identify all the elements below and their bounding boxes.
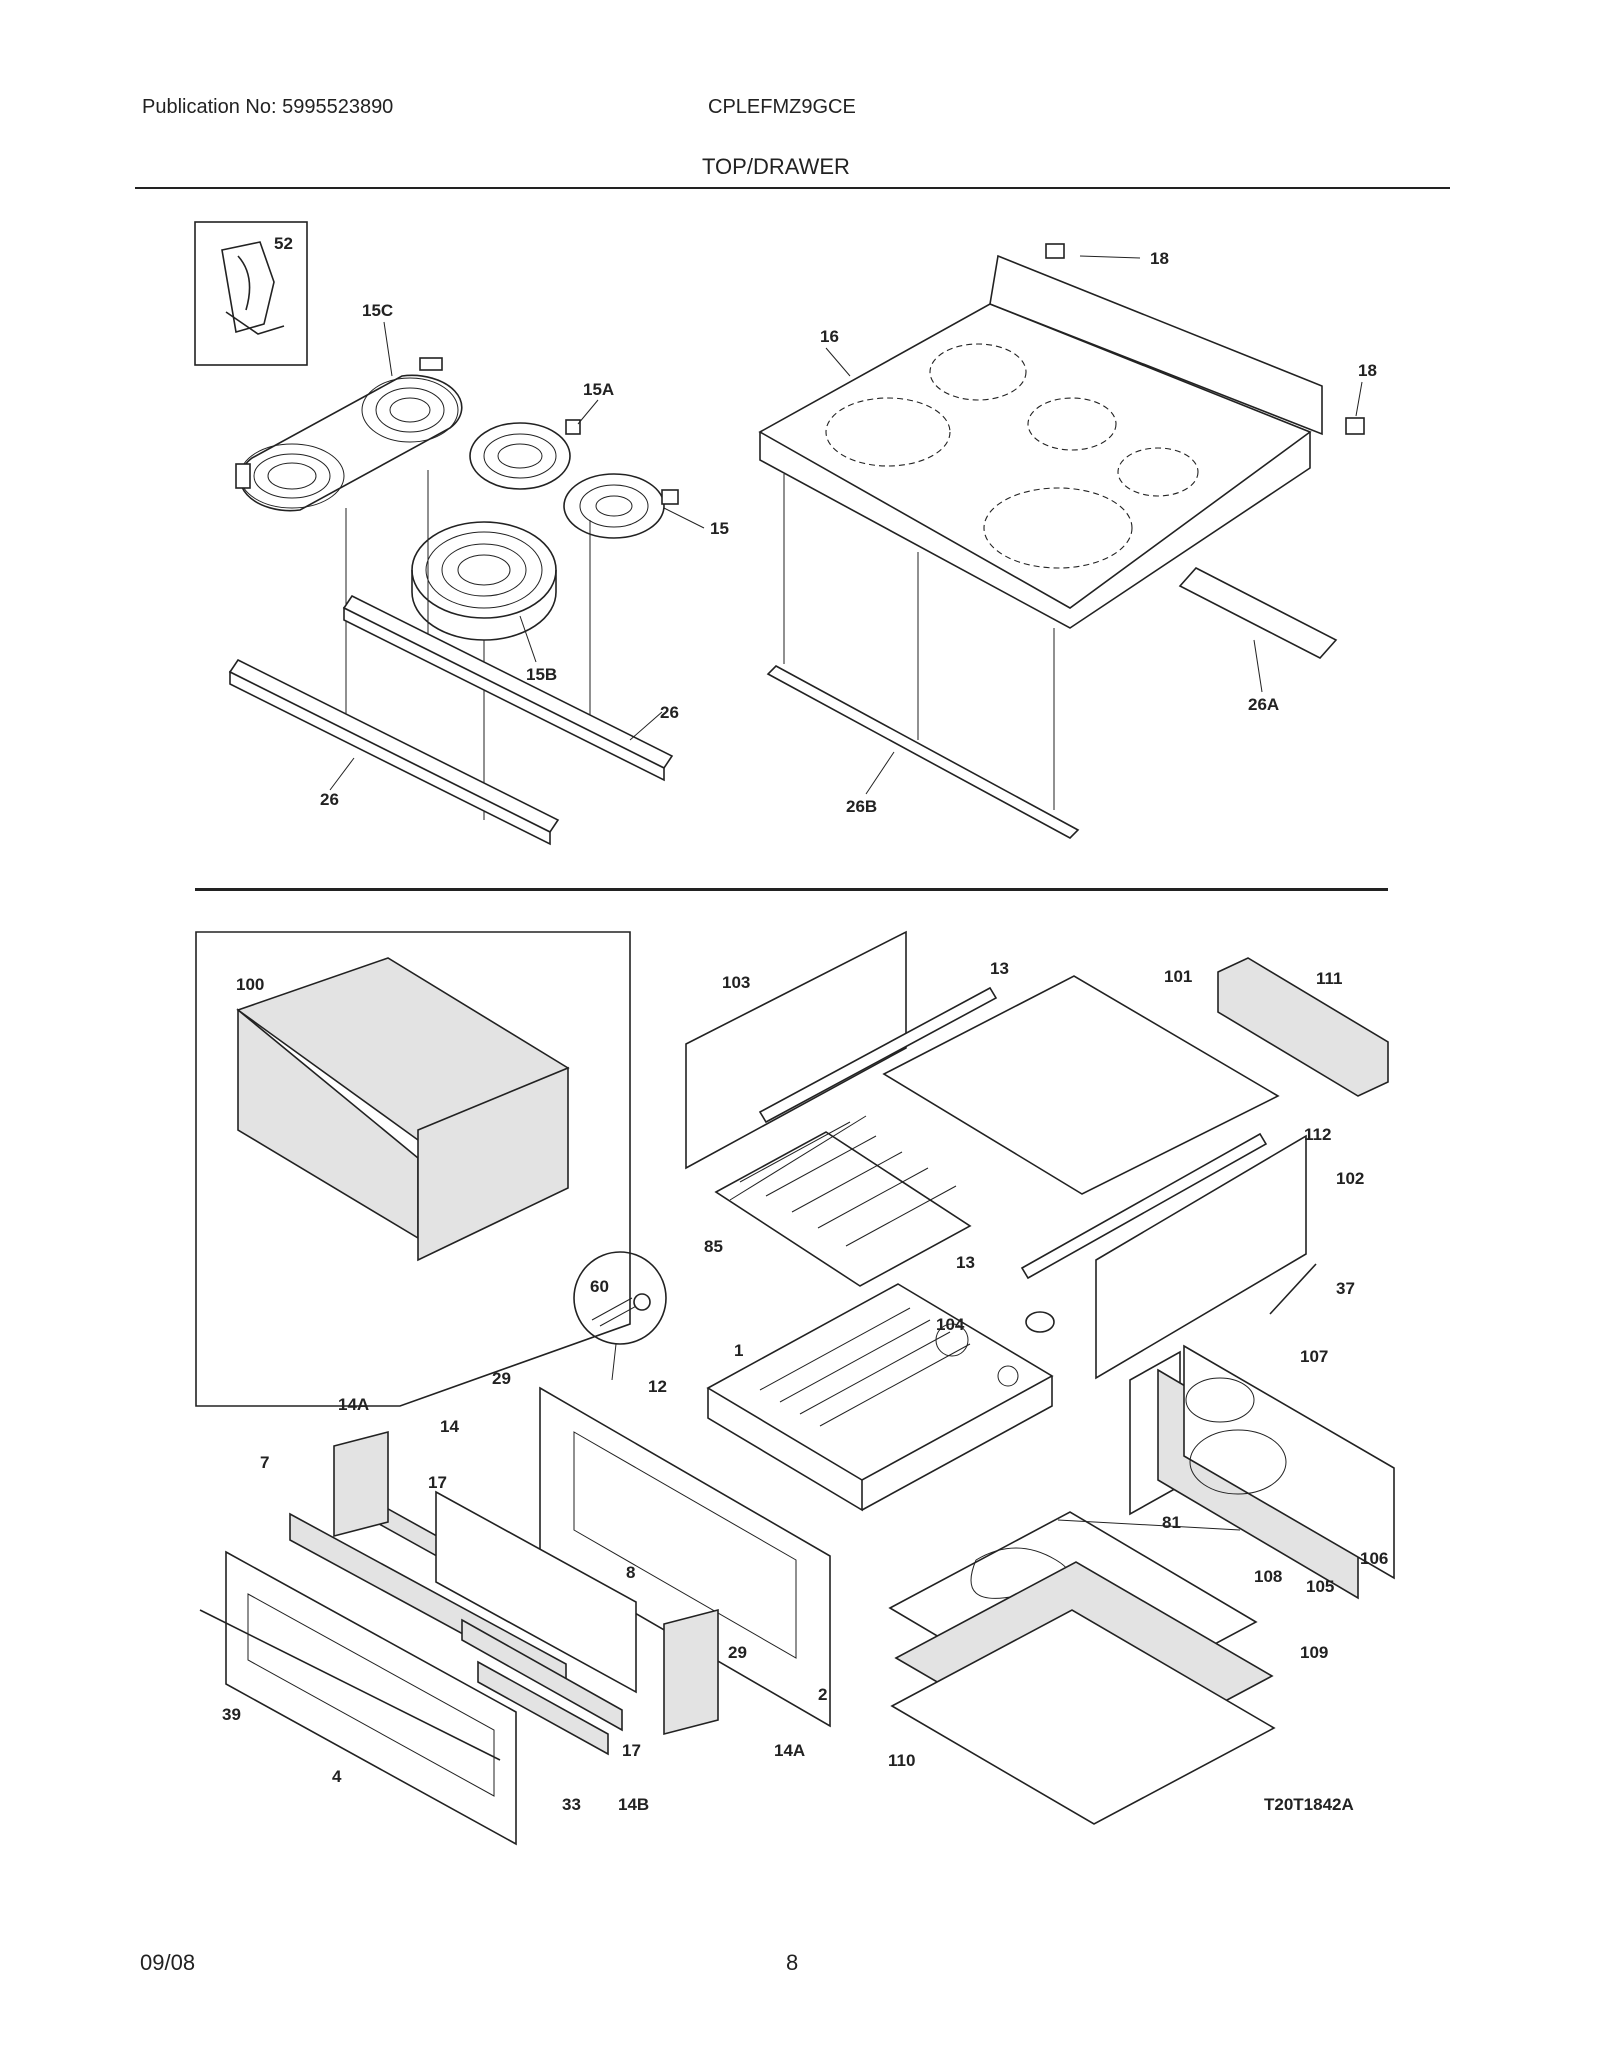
drawer-frame xyxy=(539,1386,831,1728)
callout-26B: 26B xyxy=(846,797,877,816)
callout-15A: 15A xyxy=(583,380,614,399)
callout-52: 52 xyxy=(274,234,293,253)
callout-2: 2 xyxy=(818,1685,827,1704)
support-brackets xyxy=(228,594,674,846)
callout-26A: 26A xyxy=(1248,695,1279,714)
callout-14: 14 xyxy=(440,1417,459,1436)
lamp-rod xyxy=(1269,1263,1317,1315)
callout-14B: 14B xyxy=(618,1795,649,1814)
callout-29-bottom: 29 xyxy=(728,1643,747,1662)
callout-15B: 15B xyxy=(526,665,557,684)
callout-109: 109 xyxy=(1300,1643,1328,1662)
callout-107: 107 xyxy=(1300,1347,1328,1366)
callout-13-top: 13 xyxy=(990,959,1009,978)
callout-33: 33 xyxy=(562,1795,581,1814)
callout-leaders xyxy=(329,255,1363,795)
knob-inset-box xyxy=(194,221,308,366)
header-rule xyxy=(135,187,1450,189)
callout-14A-left: 14A xyxy=(338,1395,369,1414)
footer-date: 09/08 xyxy=(140,1950,196,1975)
part-callout-labels: 52 15C 15A 15 15B 26 26 16 18 18 26A 26B… xyxy=(222,234,1388,1814)
callout-105: 105 xyxy=(1306,1577,1334,1596)
model-number: CPLEFMZ9GCE xyxy=(708,96,856,118)
section-divider xyxy=(195,888,1388,891)
callout-16: 16 xyxy=(820,327,839,346)
oven-top-panel xyxy=(882,975,1280,1195)
callout-17-bottom: 17 xyxy=(622,1741,641,1760)
oven-rack xyxy=(714,1115,972,1287)
callout-39: 39 xyxy=(222,1705,241,1724)
callout-101: 101 xyxy=(1164,967,1192,986)
storage-drawer xyxy=(706,1283,1054,1512)
callout-1: 1 xyxy=(734,1341,743,1360)
callout-102: 102 xyxy=(1336,1169,1364,1188)
callout-112: 112 xyxy=(1304,1125,1331,1144)
drawer-front xyxy=(199,1430,719,1846)
thumbscrew-inset xyxy=(573,1251,667,1381)
rear-insulation xyxy=(1217,957,1389,1097)
callout-37: 37 xyxy=(1336,1279,1355,1298)
cooktop-glass xyxy=(758,243,1365,839)
callout-12: 12 xyxy=(648,1377,667,1396)
callout-15C: 15C xyxy=(362,301,393,320)
callout-111: 111 xyxy=(1316,969,1343,988)
callout-13-bottom: 13 xyxy=(956,1253,975,1272)
callout-8: 8 xyxy=(626,1563,635,1582)
lamp-assembly xyxy=(1025,1311,1055,1333)
callout-106: 106 xyxy=(1360,1549,1388,1568)
callout-100: 100 xyxy=(236,975,264,994)
callout-29-top: 29 xyxy=(492,1369,511,1388)
callout-18-top: 18 xyxy=(1150,249,1169,268)
callout-18-right: 18 xyxy=(1358,361,1377,380)
publication-number: Publication No: 5995523890 xyxy=(142,96,394,118)
diagram-code: T20T1842A xyxy=(1264,1795,1354,1814)
section-title: TOP/DRAWER xyxy=(702,154,850,179)
rear-panels xyxy=(1129,1344,1395,1600)
radiant-elements xyxy=(235,357,679,820)
callout-108: 108 xyxy=(1254,1567,1282,1586)
insulation-inset-box xyxy=(195,931,631,1407)
callout-7: 7 xyxy=(260,1453,269,1472)
side-panels xyxy=(685,930,1307,1380)
bake-element-assembly xyxy=(888,1511,1276,1825)
callout-17-top: 17 xyxy=(428,1473,447,1492)
callout-14A-right: 14A xyxy=(774,1741,805,1760)
callout-104: 104 xyxy=(936,1315,965,1334)
callout-60: 60 xyxy=(590,1277,609,1296)
callout-85: 85 xyxy=(704,1237,723,1256)
callout-4: 4 xyxy=(332,1767,342,1786)
callout-81: 81 xyxy=(1162,1513,1181,1532)
footer-page-number: 8 xyxy=(786,1950,799,1975)
callout-110: 110 xyxy=(888,1751,915,1770)
callout-26-left: 26 xyxy=(320,790,339,809)
callout-15: 15 xyxy=(710,519,729,538)
callout-103: 103 xyxy=(722,973,750,992)
callout-26-right: 26 xyxy=(660,703,679,722)
